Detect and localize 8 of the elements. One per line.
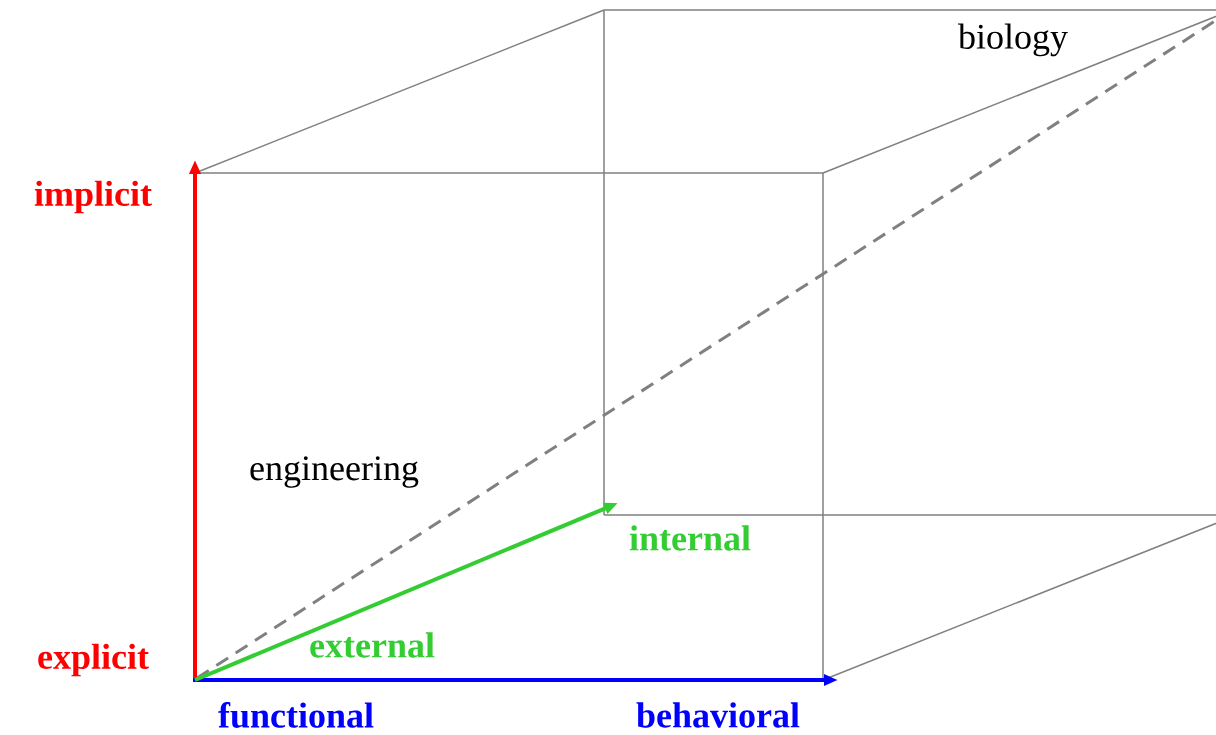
axis-label: explicit [38,643,149,677]
axis-label: engineering [250,456,419,488]
axis-label: external [310,632,435,658]
axis-label: functional [218,702,374,728]
axis-label: internal [629,525,751,551]
axis-label: implicit [34,180,152,214]
axis-label: behavioral [636,702,800,728]
axis-label: biology [958,23,1068,57]
